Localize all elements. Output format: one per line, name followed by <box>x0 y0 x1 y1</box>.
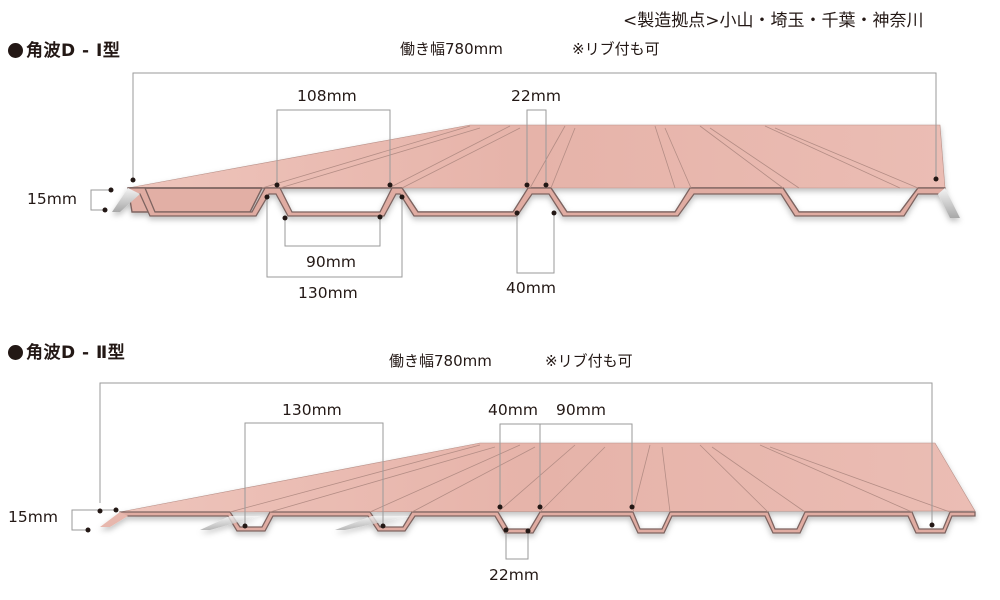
d2-dimension-lines <box>71 382 933 560</box>
profile-d2 <box>100 442 976 534</box>
profile-d1 <box>112 124 960 218</box>
section-2-working-width: 働き幅780mm <box>389 352 492 370</box>
section-1-working-width: 働き幅780mm <box>400 40 503 58</box>
d2-height-label: 15mm <box>8 508 58 526</box>
d2-dimension-dots <box>85 504 935 534</box>
section-2-rib-note: ※リブ付も可 <box>545 352 633 370</box>
d2-flat-width-label: 90mm <box>556 401 606 419</box>
bullet-icon <box>8 345 23 360</box>
d1-valley-pitch-label: 130mm <box>298 284 358 302</box>
d2-rib-top-label: 40mm <box>488 401 538 419</box>
section-1-rib-note: ※リブ付も可 <box>572 40 660 58</box>
section-2-title: 角波D - Ⅱ型 <box>26 343 126 363</box>
section-1-title-wrap: 角波D - Ⅰ型 <box>8 36 120 61</box>
d2-rib-bottom-label: 22mm <box>489 566 539 584</box>
section-1-title: 角波D - Ⅰ型 <box>26 41 121 61</box>
factory-locations: <製造拠点>小山・埼玉・千葉・神奈川 <box>623 11 924 31</box>
d1-rib-bottom-label: 40mm <box>506 279 556 297</box>
bullet-icon <box>8 43 23 58</box>
d1-dimension-lines <box>90 72 937 278</box>
d1-top-pitch-label: 108mm <box>297 87 357 105</box>
d2-valley-pitch-label: 130mm <box>282 401 342 419</box>
d1-valley-bottom-label: 90mm <box>306 253 356 271</box>
section-2-title-wrap: 角波D - Ⅱ型 <box>8 338 125 363</box>
d1-dimension-dots <box>102 176 939 221</box>
d1-height-label: 15mm <box>27 190 77 208</box>
d1-rib-top-label: 22mm <box>511 87 561 105</box>
